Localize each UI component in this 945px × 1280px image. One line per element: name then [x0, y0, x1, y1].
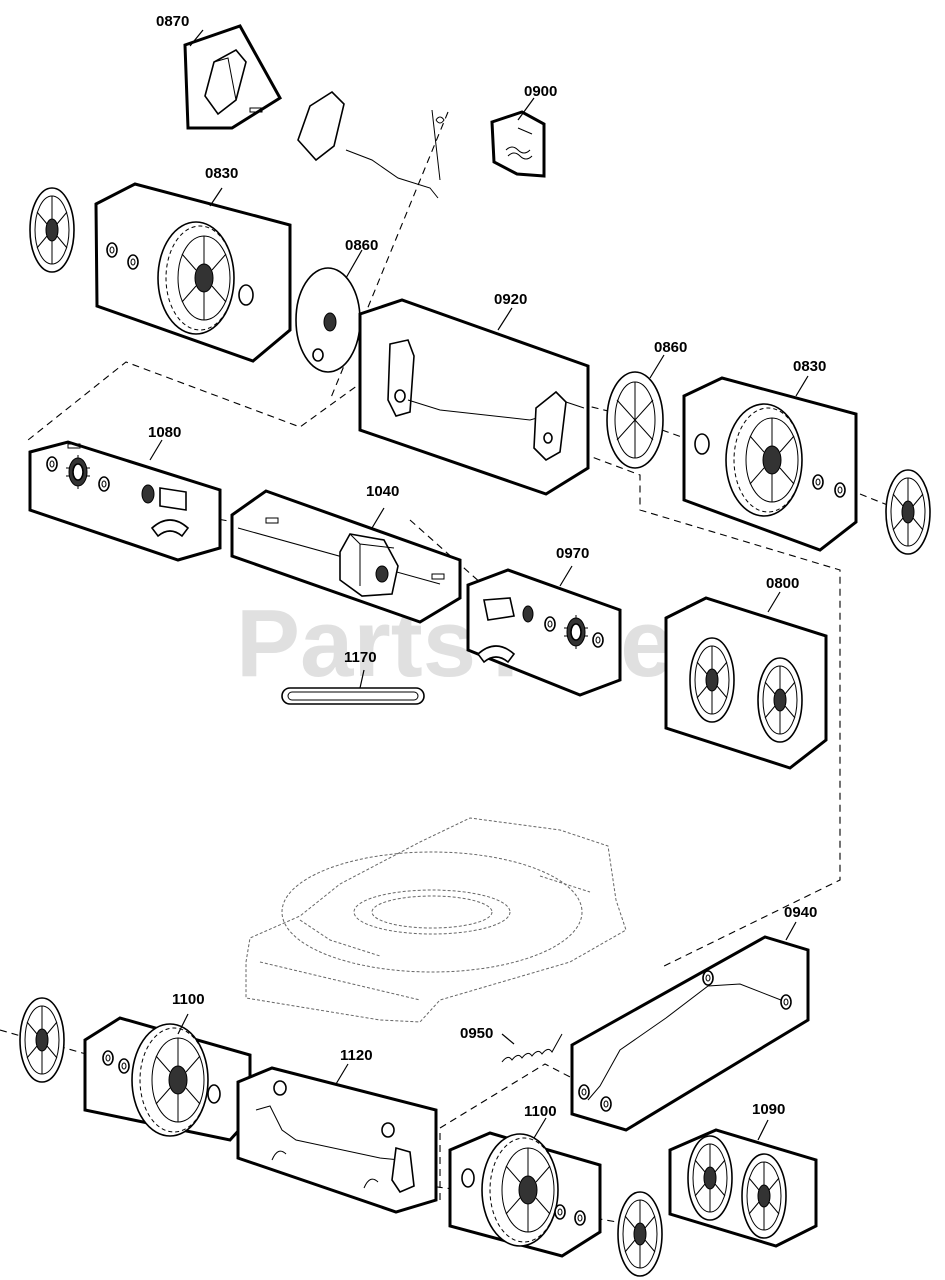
snap-ring-icon	[46, 456, 58, 472]
axle-bracket-icon	[387, 339, 585, 461]
height-adjuster-icon	[255, 1080, 415, 1193]
rear-wheel-right-icon	[481, 1133, 559, 1247]
callout-1170: 1170	[344, 649, 377, 666]
nut-1100-right-icon	[574, 1210, 586, 1226]
nut-right-icon	[834, 482, 846, 498]
nut-icon	[106, 242, 118, 258]
rear-axle-rod-icon	[578, 970, 792, 1112]
extension-spring-icon	[501, 1033, 563, 1063]
hubcap-left-icon	[29, 187, 75, 273]
part-0920-group[interactable]: 0920	[358, 291, 590, 496]
callout-0900: 0900	[524, 83, 557, 100]
callout-1100-right: 1100	[524, 1103, 557, 1120]
part-0870-group[interactable]: 0870	[156, 13, 283, 130]
part-0800-group[interactable]: 0800	[664, 575, 828, 770]
bearing-icon	[483, 597, 515, 621]
callout-0870: 0870	[156, 13, 189, 30]
washer-0970-icon	[544, 616, 556, 632]
callout-1090: 1090	[752, 1101, 785, 1118]
part-0860-right-group[interactable]: 0860	[606, 339, 687, 469]
part-1100-left-group[interactable]: 1100	[83, 991, 252, 1142]
part-1080-group[interactable]: 1080	[28, 424, 222, 562]
drive-belt-icon	[281, 687, 425, 705]
hubcap-1090-b-icon	[741, 1153, 787, 1239]
nut-1100-icon	[102, 1050, 114, 1066]
hubcap-0800-b-icon	[757, 657, 803, 743]
callout-0950: 0950	[460, 1025, 493, 1042]
mower-deck-phantom	[245, 817, 627, 1023]
callout-0920: 0920	[494, 291, 527, 308]
part-0830-right-group[interactable]: 0830	[682, 358, 858, 552]
callout-1120: 1120	[340, 1047, 373, 1064]
callout-1040: 1040	[366, 483, 399, 500]
callout-0800: 0800	[766, 575, 799, 592]
drive-wheel-icon	[157, 221, 235, 335]
part-0830-left-group[interactable]: 0830	[94, 165, 292, 363]
hubcap-rear-right-icon	[617, 1191, 663, 1277]
drive-wheel-right-icon	[725, 403, 803, 517]
part-0950-group[interactable]: 0950	[460, 1025, 563, 1063]
washer-icon	[127, 254, 139, 270]
callout-1100-left: 1100	[172, 991, 205, 1008]
handle-knob-icon	[204, 48, 263, 116]
part-0940-group[interactable]: 0940	[570, 904, 817, 1132]
part-0860-top-group[interactable]: 0860	[295, 237, 378, 373]
washer-1100-icon	[118, 1058, 130, 1074]
pawl-clip-0970-icon	[476, 645, 516, 664]
callout-0860-right: 0860	[654, 339, 687, 356]
callout-0970: 0970	[556, 545, 589, 562]
part-0970-group[interactable]: 0970	[466, 545, 622, 697]
rear-wheel-left-icon	[131, 1023, 209, 1137]
part-1040-group[interactable]: 1040	[230, 483, 462, 624]
callout-0860-top: 0860	[345, 237, 378, 254]
spring-clip-icon	[505, 127, 533, 160]
hubcap-1090-a-icon	[687, 1135, 733, 1221]
callout-0830-right: 0830	[793, 358, 826, 375]
part-1170-group[interactable]: 1170	[281, 649, 425, 705]
callout-1080: 1080	[148, 424, 181, 441]
spacer-icon	[238, 284, 254, 306]
callout-0940: 0940	[784, 904, 817, 921]
part-0900-group[interactable]: 0900	[490, 83, 557, 178]
hubcap-rear-left-icon	[19, 997, 65, 1083]
washer-right-icon	[812, 474, 824, 490]
callout-0830-top: 0830	[205, 165, 238, 182]
handle-linkage-icon	[297, 90, 445, 199]
pawl-clip-icon	[150, 519, 190, 538]
part-1120-group[interactable]: 1120	[236, 1047, 438, 1214]
transmission-icon	[237, 517, 445, 597]
part-1090-group[interactable]: 1090	[668, 1101, 818, 1248]
washer-1100-right-icon	[554, 1204, 566, 1220]
part-1100-right-group[interactable]: 1100	[448, 1103, 602, 1258]
hubcap-0800-a-icon	[689, 637, 735, 723]
washer-1080-icon	[98, 476, 110, 492]
hubcap-right-icon	[885, 469, 931, 555]
snap-ring-0970-icon	[592, 632, 604, 648]
